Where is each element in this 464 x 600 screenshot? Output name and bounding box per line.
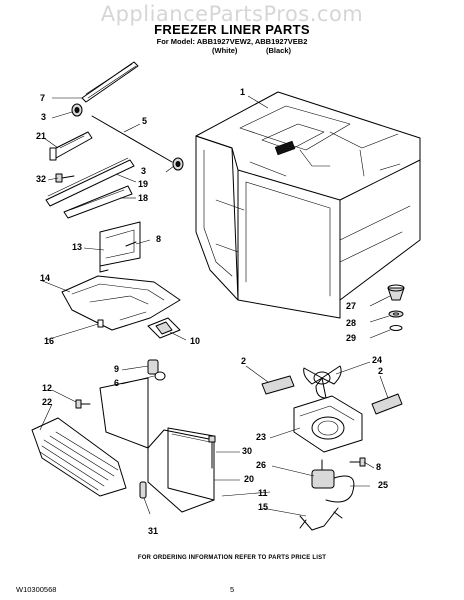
callout-12: 12	[42, 383, 53, 393]
callout-16: 16	[44, 336, 55, 346]
callout-2: 2	[241, 356, 247, 366]
callout-28: 28	[346, 318, 357, 328]
callout-15: 15	[258, 502, 269, 512]
callout-3: 3	[41, 112, 47, 122]
rail-part	[81, 61, 139, 103]
variant-white: (White)	[212, 46, 238, 55]
freezer-liner-part	[195, 91, 421, 319]
model-line: For Model: ABB1927VEW2, ABB1927VEB2	[156, 37, 308, 46]
callout-30: 30	[242, 446, 253, 456]
callout-18: 18	[138, 193, 149, 203]
callout-29: 29	[346, 333, 357, 343]
callout-8: 8	[156, 234, 162, 244]
callout-23: 23	[256, 432, 267, 442]
clip-part	[139, 481, 147, 499]
callout-21: 21	[36, 131, 47, 141]
callout-31: 31	[148, 526, 159, 536]
pad-part	[147, 317, 181, 339]
fan-housing-part	[293, 395, 363, 453]
callout-11: 11	[258, 488, 268, 498]
callout-6: 6	[114, 378, 120, 388]
callout-8: 8	[376, 462, 382, 472]
panel-part	[99, 377, 215, 513]
roller-part-right	[172, 157, 184, 171]
document-id: W10300568	[16, 585, 57, 594]
callout-14: 14	[40, 273, 51, 283]
callout-26: 26	[256, 460, 267, 470]
motor-bracket-part	[299, 507, 343, 531]
ordering-note: FOR ORDERING INFORMATION REFER TO PARTS …	[137, 555, 327, 561]
washer-stack-part	[387, 284, 405, 331]
callout-5: 5	[142, 116, 148, 126]
bracket-part	[49, 131, 93, 161]
leader-lines	[39, 95, 391, 517]
roller-part	[71, 103, 83, 117]
callout-27: 27	[346, 301, 357, 311]
slide-rail-part	[45, 157, 135, 207]
sensor-part	[147, 359, 166, 381]
variant-black: (Black)	[266, 46, 292, 55]
callout-2: 2	[378, 366, 384, 376]
screw-3-part	[349, 457, 366, 467]
slide-rail-2-part	[63, 185, 133, 219]
fan-blade-part	[303, 365, 342, 399]
callout-1: 1	[240, 87, 246, 97]
rod-part	[91, 115, 173, 163]
callout-3: 3	[141, 166, 147, 176]
callout-25: 25	[378, 480, 389, 490]
screw-2-part	[75, 399, 91, 409]
tape-pad-part	[261, 375, 403, 415]
callout-13: 13	[72, 242, 83, 252]
callout-32: 32	[36, 174, 47, 184]
callout-9: 9	[114, 364, 120, 374]
callout-22: 22	[42, 397, 53, 407]
callout-24: 24	[372, 355, 383, 365]
drawer-housing-part	[61, 275, 181, 331]
callout-20: 20	[244, 474, 255, 484]
mount-bracket-part	[99, 221, 141, 273]
thermistor-part	[208, 435, 216, 469]
callout-7: 7	[40, 93, 46, 103]
screw-part	[55, 173, 75, 183]
page-number: 5	[230, 585, 235, 594]
watermark: AppliancePartsPros.com	[100, 2, 364, 26]
page-title: FREEZER LINER PARTS	[154, 22, 310, 37]
fan-motor-part	[311, 459, 355, 503]
grille-part	[31, 417, 127, 497]
callout-10: 10	[190, 336, 201, 346]
callout-19: 19	[138, 179, 149, 189]
